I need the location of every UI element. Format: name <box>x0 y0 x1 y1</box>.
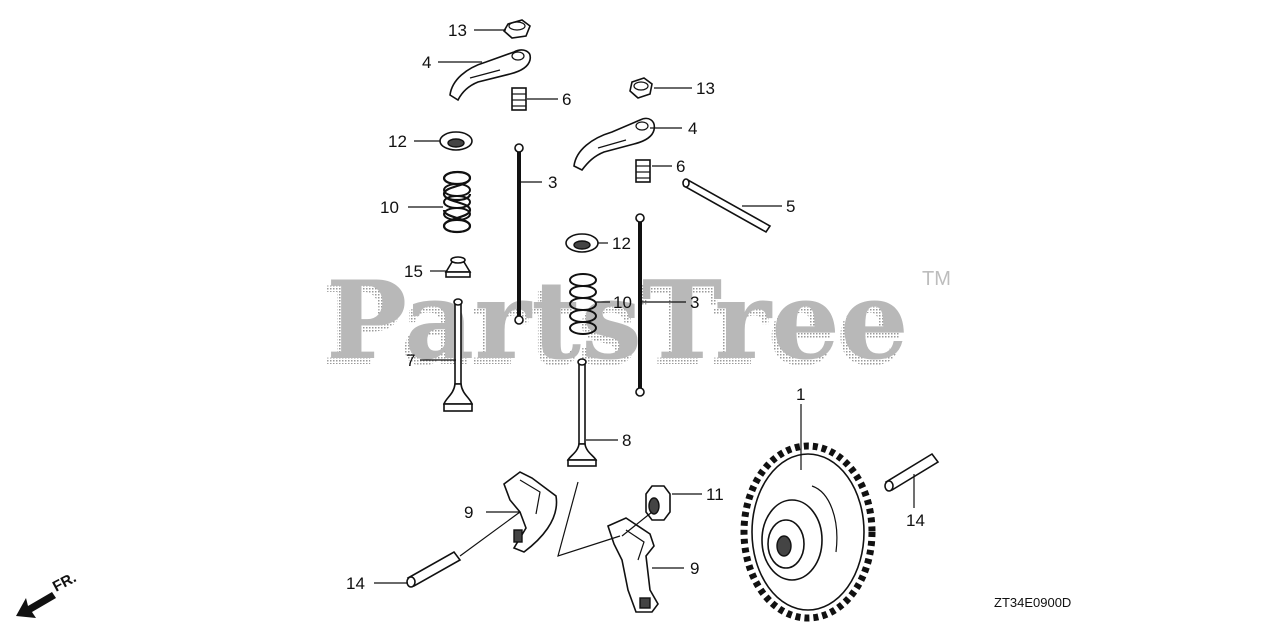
watermark-shadow-text: PartsTree <box>322 264 905 390</box>
callout-12[interactable]: 12 <box>612 234 631 253</box>
push-rod-icon[interactable] <box>635 213 645 397</box>
shaft-icon[interactable] <box>682 178 772 234</box>
pivot-bolt-icon[interactable] <box>635 159 651 183</box>
callout-14[interactable]: 14 <box>346 574 365 593</box>
nut-icon[interactable] <box>629 77 653 99</box>
callout-7[interactable]: 7 <box>406 351 415 370</box>
callout-10[interactable]: 10 <box>613 293 632 312</box>
watermark-trademark: TM <box>922 268 951 290</box>
pin-icon[interactable] <box>884 452 940 492</box>
callout-6[interactable]: 6 <box>562 90 571 109</box>
cam-follower-icon[interactable] <box>503 471 558 553</box>
callout-13[interactable]: 13 <box>448 21 467 40</box>
rocker-arm-icon[interactable] <box>573 117 656 172</box>
collar-icon[interactable] <box>645 485 671 521</box>
spring-retainer-icon[interactable] <box>439 131 473 151</box>
front-direction-label: FR. <box>50 569 79 595</box>
callout-9[interactable]: 9 <box>464 503 473 522</box>
pin-icon[interactable] <box>406 550 462 588</box>
callout-6[interactable]: 6 <box>676 157 685 176</box>
callout-3[interactable]: 3 <box>690 293 699 312</box>
callout-3[interactable]: 3 <box>548 173 557 192</box>
watermark-text: PartsTree <box>326 258 909 384</box>
pivot-bolt-icon[interactable] <box>511 87 527 111</box>
valve-spring-icon[interactable] <box>569 273 597 335</box>
callout-5[interactable]: 5 <box>786 197 795 216</box>
diagram-code: ZT34E0900D <box>994 595 1071 610</box>
watermark: PartsTree PartsTree TM <box>322 258 951 390</box>
callout-15[interactable]: 15 <box>404 262 423 281</box>
callout-4[interactable]: 4 <box>422 53 431 72</box>
callout-12[interactable]: 12 <box>388 132 407 151</box>
spring-retainer-icon[interactable] <box>565 233 599 253</box>
nut-icon[interactable] <box>502 19 531 39</box>
cam-follower-icon[interactable] <box>607 517 659 613</box>
callout-4[interactable]: 4 <box>688 119 697 138</box>
camshaft-gear-icon[interactable] <box>740 442 876 622</box>
callout-11[interactable]: 11 <box>706 485 724 504</box>
front-direction-arrow-icon <box>16 591 56 618</box>
callout-10[interactable]: 10 <box>380 198 399 217</box>
push-rod-icon[interactable] <box>514 143 524 325</box>
stem-seal-icon[interactable] <box>444 256 472 278</box>
callout-13[interactable]: 13 <box>696 79 715 98</box>
callout-8[interactable]: 8 <box>622 431 631 450</box>
valve-icon[interactable] <box>566 358 598 467</box>
leader-lines <box>374 29 915 584</box>
valve-icon[interactable] <box>442 298 474 412</box>
callout-labels: 13 4 6 12 10 15 7 3 13 4 6 5 12 10 3 8 1… <box>346 21 925 593</box>
callout-9[interactable]: 9 <box>690 559 699 578</box>
rocker-arm-icon[interactable] <box>449 49 532 102</box>
valve-spring-icon[interactable] <box>442 170 472 234</box>
callout-14[interactable]: 14 <box>906 511 925 530</box>
alignment-guide <box>557 481 621 557</box>
callout-1[interactable]: 1 <box>796 385 805 404</box>
